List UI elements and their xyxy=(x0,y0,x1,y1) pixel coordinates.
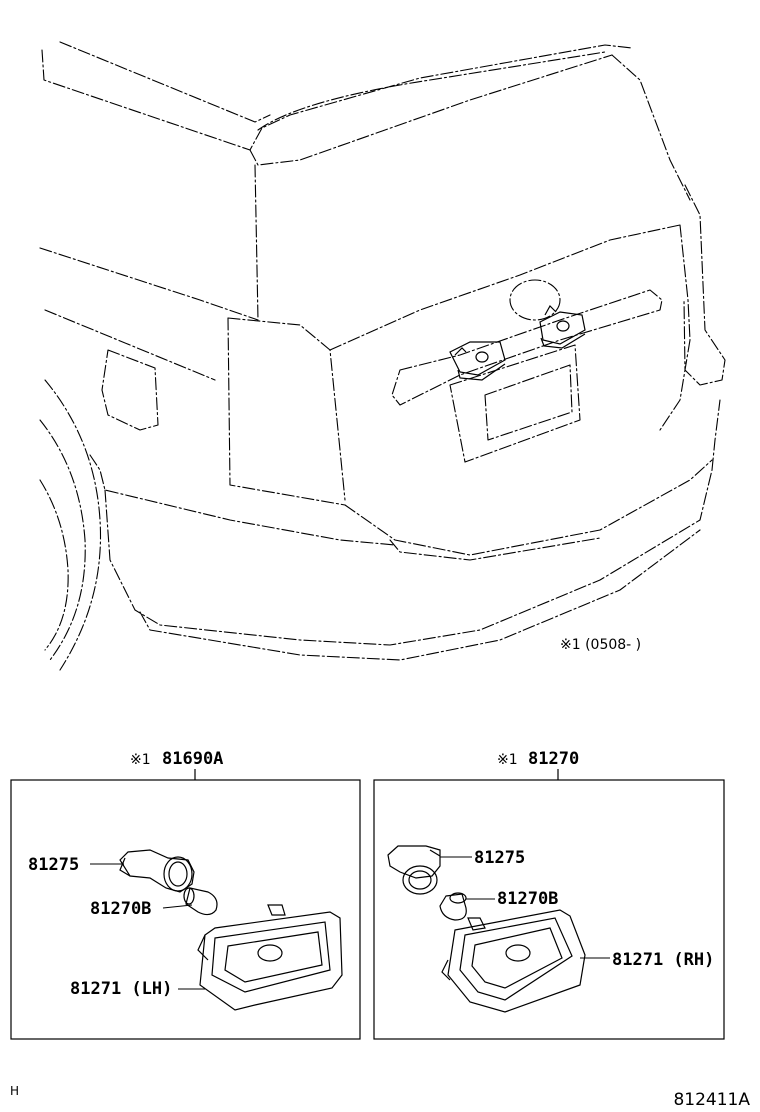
vehicle-applicability-note: ※1 (0508- ) xyxy=(560,637,641,653)
part-81271-rh-label: 81271 (RH) xyxy=(612,950,714,970)
group-left-marker: ※1 xyxy=(130,752,151,768)
footer-left-mark: H xyxy=(10,1084,20,1098)
lens-left-drawing xyxy=(197,904,343,1011)
group-left-part-number: 81690A xyxy=(162,749,223,769)
part-81270b-left-leader xyxy=(162,904,193,909)
drawing-code: 812411A xyxy=(673,1090,750,1110)
bulb-right-drawing xyxy=(439,892,467,921)
group-left-box xyxy=(10,779,361,1040)
part-81271-lh-label: 81271 (LH) xyxy=(70,979,172,999)
part-81275-right-label: 81275 xyxy=(474,848,525,868)
lens-right-drawing xyxy=(441,909,586,1013)
part-81270b-right-label: 81270B xyxy=(497,889,558,909)
socket-left-drawing xyxy=(119,849,195,893)
bulb-left-drawing xyxy=(183,887,218,916)
group-right-part-number: 81270 xyxy=(528,749,579,769)
part-81275-left-label: 81275 xyxy=(28,855,79,875)
vehicle-license-lamp-right xyxy=(539,305,586,349)
group-right-box xyxy=(373,779,725,1040)
socket-right-drawing xyxy=(387,845,441,895)
group-right-marker: ※1 xyxy=(497,752,518,768)
vehicle-rear-illustration xyxy=(39,41,726,671)
part-81270b-left-label: 81270B xyxy=(90,899,151,919)
vehicle-license-lamp-left xyxy=(449,341,506,381)
